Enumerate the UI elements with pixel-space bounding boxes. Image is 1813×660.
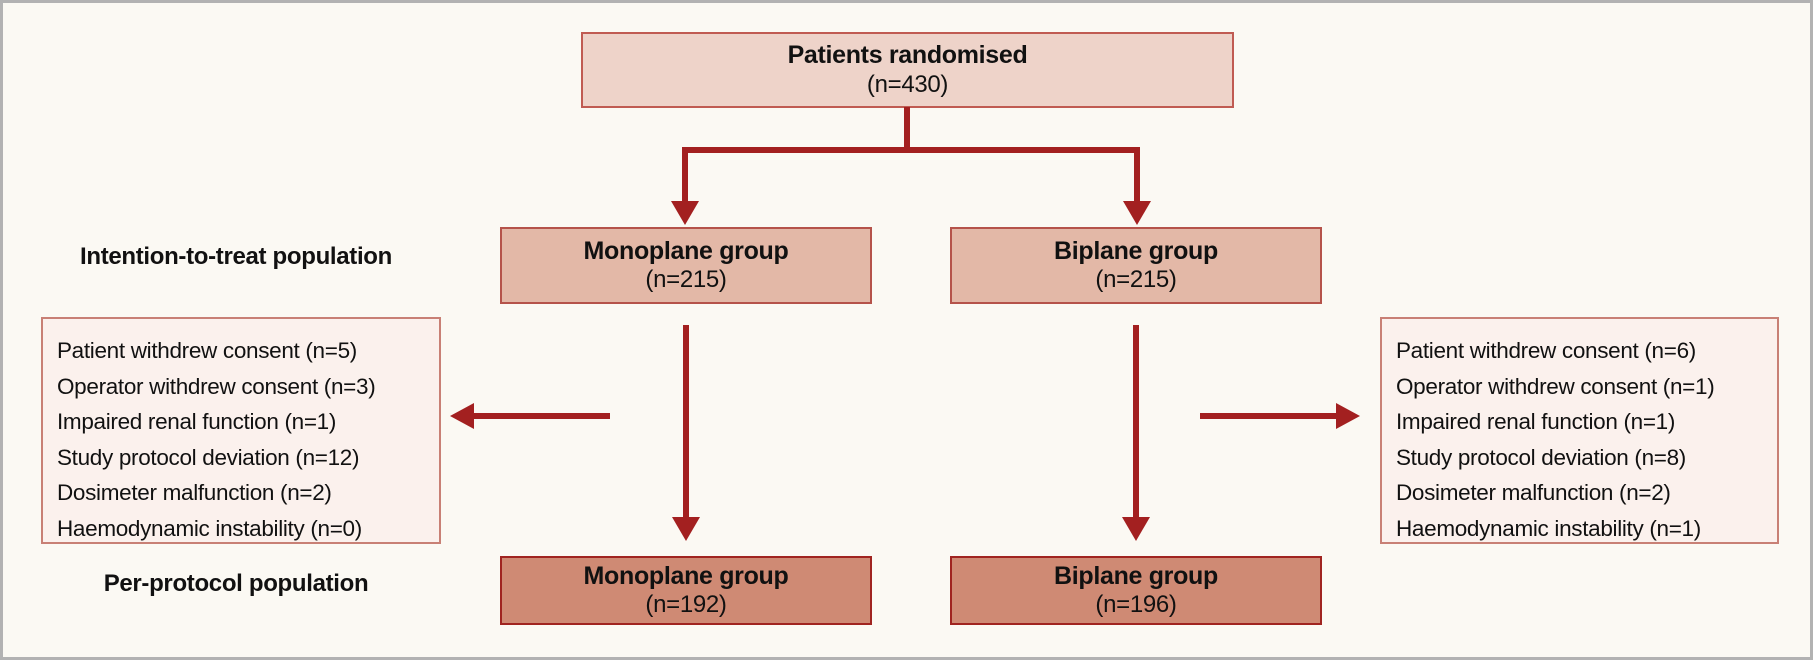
exclusion-item: Patient withdrew consent (n=6) <box>1396 338 1696 363</box>
box-title: Biplane group <box>1054 236 1218 265</box>
exclusion-item: Haemodynamic instability (n=0) <box>57 515 362 541</box>
right-exclusions-box: Patient withdrew consent (n=6) Operator … <box>1380 317 1779 544</box>
exclusion-item: Operator withdrew consent (n=1) <box>1396 373 1715 399</box>
exclusion-item: Operator withdrew consent (n=3) <box>57 373 376 399</box>
biplane-down-line <box>1133 325 1139 519</box>
exclusion-item: Study protocol deviation (n=8) <box>1396 444 1686 470</box>
right-exclusion-line <box>1200 413 1337 419</box>
box-title: Monoplane group <box>583 236 789 265</box>
exclusion-item: Impaired renal function (n=1) <box>57 409 337 434</box>
exclusion-item: Haemodynamic instability (n=1) <box>1396 515 1701 541</box>
left-exclusions-box: Patient withdrew consent (n=5) Operator … <box>41 317 441 544</box>
exclusion-item: Study protocol deviation (n=12) <box>57 444 360 470</box>
box-title: Patients randomised <box>787 41 1028 70</box>
box-title: Biplane group <box>1054 561 1218 590</box>
box-count: (n=196) <box>1095 591 1177 619</box>
box-count: (n=192) <box>645 591 727 619</box>
exclusion-item: Dosimeter malfunction (n=2) <box>57 480 332 505</box>
biplane-itt-box: Biplane group (n=215) <box>950 227 1322 304</box>
box-count: (n=215) <box>645 266 727 294</box>
branch-stem-line <box>904 107 910 151</box>
branch-left-line <box>682 147 688 203</box>
exclusion-item: Patient withdrew consent (n=5) <box>57 338 357 363</box>
arrow-down-icon <box>1122 517 1150 541</box>
arrow-down-icon <box>672 517 700 541</box>
left-exclusion-line <box>473 413 610 419</box>
box-count: (n=215) <box>1095 266 1177 294</box>
biplane-pp-box: Biplane group (n=196) <box>950 556 1322 625</box>
itt-population-label: Intention-to-treat population <box>80 243 392 270</box>
branch-right-line <box>1134 147 1140 203</box>
arrow-down-icon <box>671 201 699 225</box>
monoplane-itt-box: Monoplane group (n=215) <box>500 227 872 304</box>
monoplane-down-line <box>683 325 689 519</box>
monoplane-pp-box: Monoplane group (n=192) <box>500 556 872 625</box>
box-title: Monoplane group <box>583 561 789 590</box>
pp-population-label: Per-protocol population <box>103 570 369 597</box>
arrow-right-icon <box>1336 403 1360 429</box>
exclusion-item: Dosimeter malfunction (n=2) <box>1396 480 1671 505</box>
box-count: (n=430) <box>866 70 949 98</box>
arrow-left-icon <box>450 403 474 429</box>
arrow-down-icon <box>1123 201 1151 225</box>
exclusion-item: Impaired renal function (n=1) <box>1396 409 1676 434</box>
branch-horizontal-line <box>682 147 1140 153</box>
patients-randomised-box: Patients randomised (n=430) <box>581 32 1234 108</box>
